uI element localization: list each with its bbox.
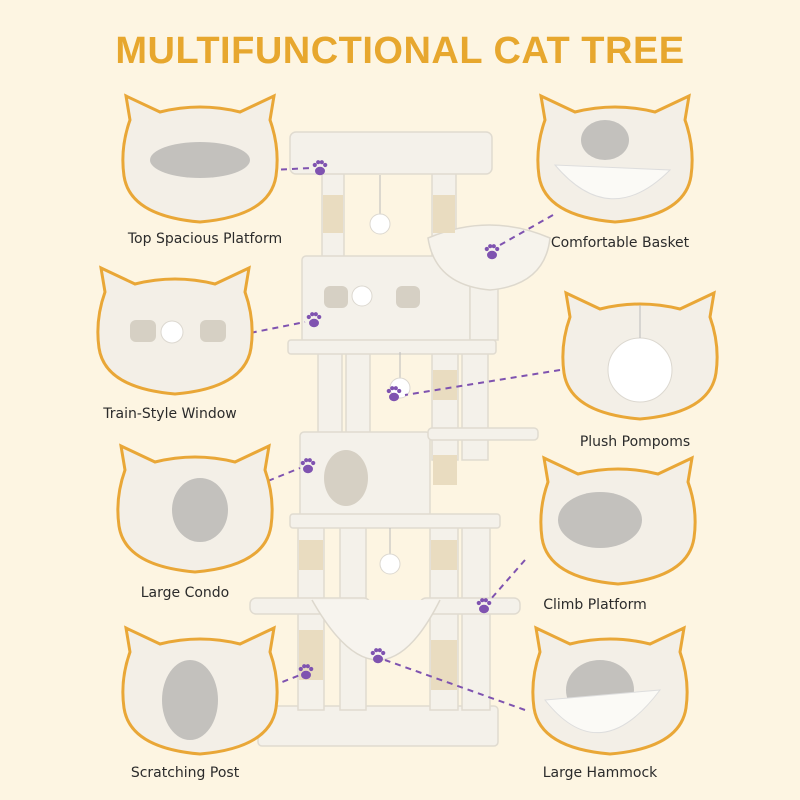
label-hammock: Large Hammock — [542, 765, 658, 781]
label-window: Train-Style Window — [103, 406, 237, 422]
tree-post — [461, 519, 491, 711]
condo-floor — [289, 513, 501, 529]
side-step — [427, 427, 539, 441]
badge-basket — [536, 94, 694, 224]
page-title: MULTIFUNCTIONAL CAT TREE — [115, 30, 685, 72]
label-pompoms: Plush Pompoms — [579, 434, 691, 450]
label-condo: Large Condo — [140, 585, 230, 601]
label-basket: Comfortable Basket — [550, 235, 690, 251]
label-climb-platform: Climb Platform — [543, 597, 647, 613]
top-platform — [289, 131, 493, 175]
label-scratching-post: Scratching Post — [130, 765, 240, 781]
window-floor — [287, 339, 497, 355]
label-top-platform: Top Spacious Platform — [127, 231, 283, 247]
